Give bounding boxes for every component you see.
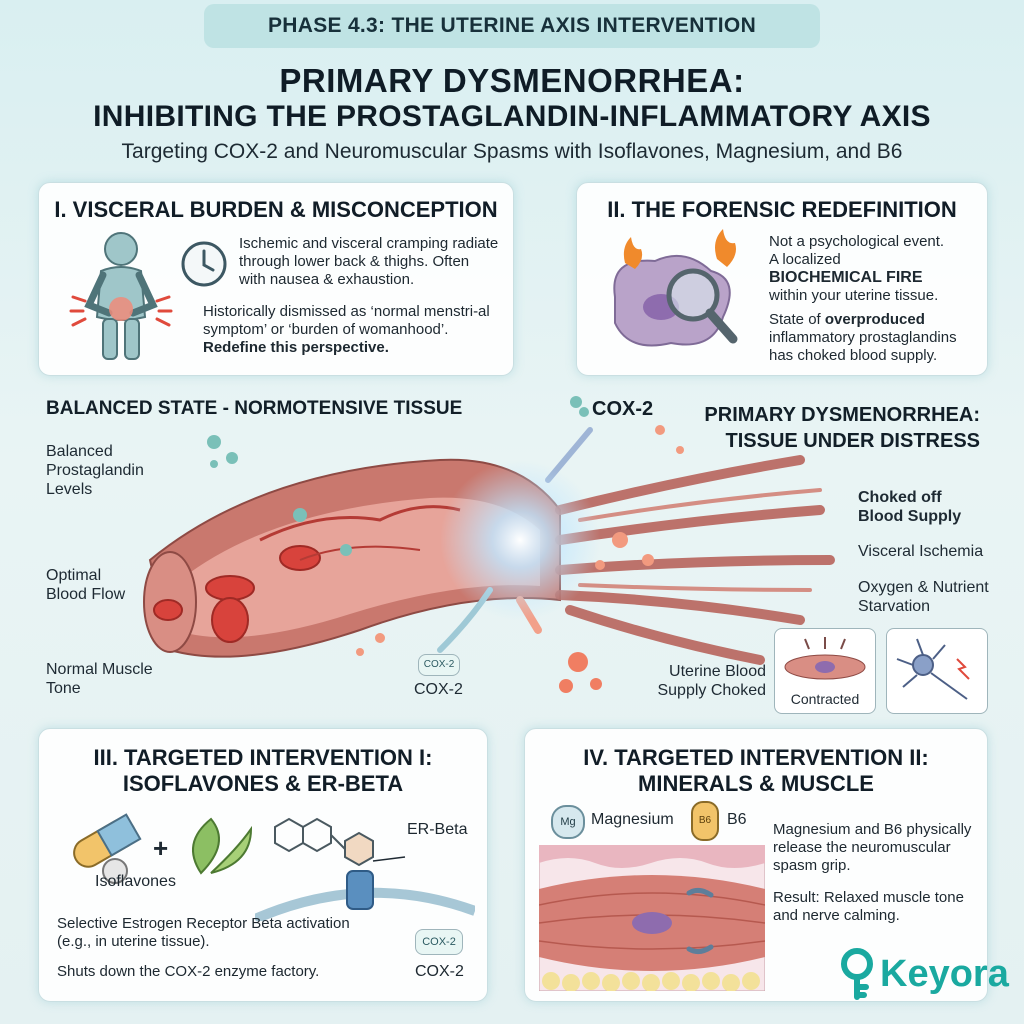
label-uterine-blood-choked: Uterine Blood Supply Choked xyxy=(657,663,766,699)
phase-banner: PHASE 4.3: THE UTERINE AXIS INTERVENTION xyxy=(204,4,820,48)
card3-cox2-label: COX-2 xyxy=(415,963,464,980)
b6-capsule-icon: B6 xyxy=(691,801,719,841)
tissue-illustration xyxy=(143,396,835,693)
magnesium-icon: Mg xyxy=(551,805,585,839)
card2-biochemical-fire: BIOCHEMICAL FIRE xyxy=(769,269,923,286)
label-nutrient-starvation: Oxygen & Nutrient Starvation xyxy=(858,579,989,615)
card2-overproduced: overproduced xyxy=(824,311,925,328)
label-normal-muscle-tone: Normal Muscle Tone xyxy=(46,661,153,697)
card3-title-line1: III. TARGETED INTERVENTION I: xyxy=(93,745,433,770)
cox2-chip-middle: COX-2 xyxy=(418,654,460,676)
page-title-line1: PRIMARY DYSMENORRHEA: xyxy=(279,62,745,99)
isoflavones-label: Isoflavones xyxy=(95,873,176,890)
card2-line2: A localized xyxy=(769,251,841,268)
keyora-key-icon xyxy=(841,948,873,1000)
card1-description: Ischemic and visceral cramping radiate t… xyxy=(239,235,499,288)
page-title-line2: INHIBITING THE PROSTAGLANDIN-INFLAMMATOR… xyxy=(93,100,931,133)
contracted-panel: Contracted xyxy=(774,628,876,714)
er-beta-receptor-icon xyxy=(255,817,475,921)
card2-title: II. THE FORENSIC REDEFINITION xyxy=(607,197,957,222)
card2-line4: within your uterine tissue. xyxy=(769,287,939,304)
card3-cox2-chip: COX-2 xyxy=(415,929,463,955)
irritated-nerve-icon xyxy=(896,638,970,700)
card-intervention-isoflavones: III. TARGETED INTERVENTION I: ISOFLAVONE… xyxy=(38,728,488,1002)
label-balanced-prostaglandin: Balanced Prostaglandin Levels xyxy=(46,443,144,498)
card4-title: IV. TARGETED INTERVENTION II: MINERALS &… xyxy=(525,745,987,797)
distress-heading: PRIMARY DYSMENORRHEA: TISSUE UNDER DISTR… xyxy=(690,402,980,454)
b6-label: B6 xyxy=(727,811,747,828)
nerve-panel xyxy=(886,628,988,714)
supplements-icon: + xyxy=(73,813,253,884)
card3-shuts-down-text: Shuts down the COX-2 enzyme factory. xyxy=(57,963,320,980)
card4-result-text: Result: Relaxed muscle tone and nerve ca… xyxy=(773,889,964,924)
card-intervention-minerals: IV. TARGETED INTERVENTION II: MINERALS &… xyxy=(524,728,988,1002)
distress-heading-line2: TISSUE UNDER DISTRESS xyxy=(725,430,980,452)
card2-state-pre: State of xyxy=(769,311,821,328)
brand-name: Keyora xyxy=(880,952,1009,995)
cox2-bottom-label: COX-2 xyxy=(414,681,463,698)
clock-icon xyxy=(181,241,227,287)
label-visceral-ischemia: Visceral Ischemia xyxy=(858,543,984,560)
relaxed-muscle-icon xyxy=(539,845,765,991)
cox2-top-label: COX-2 xyxy=(592,398,654,420)
inflamed-cell-magnifier-icon xyxy=(613,229,738,347)
card1-history-text: Historically dismissed as ‘normal menstr… xyxy=(203,303,490,338)
magnesium-label: Magnesium xyxy=(591,811,674,828)
brand-logo: Keyora xyxy=(836,944,1016,1004)
cramping-person-icon xyxy=(69,232,173,360)
label-choked-blood-supply: Choked off Blood Supply xyxy=(858,489,962,525)
card2-text: Not a psychological event. A localized B… xyxy=(769,233,979,365)
card4-release-text: Magnesium and B6 physically release the … xyxy=(773,821,972,874)
svg-text:+: + xyxy=(153,833,168,863)
card2-state-rest: inflammatory prostaglandins has choked b… xyxy=(769,329,957,364)
card-visceral-burden: I. VISCERAL BURDEN & MISCONCEPTION Ische… xyxy=(38,182,514,376)
balanced-state-heading: BALANCED STATE - NORMOTENSIVE TISSUE xyxy=(46,398,463,419)
card3-title: III. TARGETED INTERVENTION I: ISOFLAVONE… xyxy=(39,745,487,797)
card1-redefine: Redefine this perspective. xyxy=(203,339,389,356)
card2-line1: Not a psychological event. xyxy=(769,233,945,250)
label-optimal-blood-flow: Optimal Blood Flow xyxy=(46,567,126,603)
card1-title: I. VISCERAL BURDEN & MISCONCEPTION xyxy=(54,197,498,222)
page-subtitle: Targeting COX-2 and Neuromuscular Spasms… xyxy=(121,140,903,163)
card4-title-line2: MINERALS & MUSCLE xyxy=(638,771,874,796)
card4-title-line1: IV. TARGETED INTERVENTION II: xyxy=(583,745,929,770)
distress-heading-line1: PRIMARY DYSMENORRHEA: xyxy=(704,404,980,426)
contracted-label: Contracted xyxy=(790,691,860,707)
card2-state: State of overproduced inflammatory prost… xyxy=(769,311,979,365)
card-forensic-redefinition: II. THE FORENSIC REDEFINITION Not a psyc… xyxy=(576,182,988,376)
card3-title-line2: ISOFLAVONES & ER-BETA xyxy=(122,771,404,796)
card1-history: Historically dismissed as ‘normal menstr… xyxy=(203,303,503,357)
card3-selective-text: Selective Estrogen Receptor Beta activat… xyxy=(57,915,350,950)
er-beta-label: ER-Beta xyxy=(407,821,468,838)
contracted-muscle-icon xyxy=(784,637,866,680)
phase-label: PHASE 4.3: THE UTERINE AXIS INTERVENTION xyxy=(267,14,757,37)
